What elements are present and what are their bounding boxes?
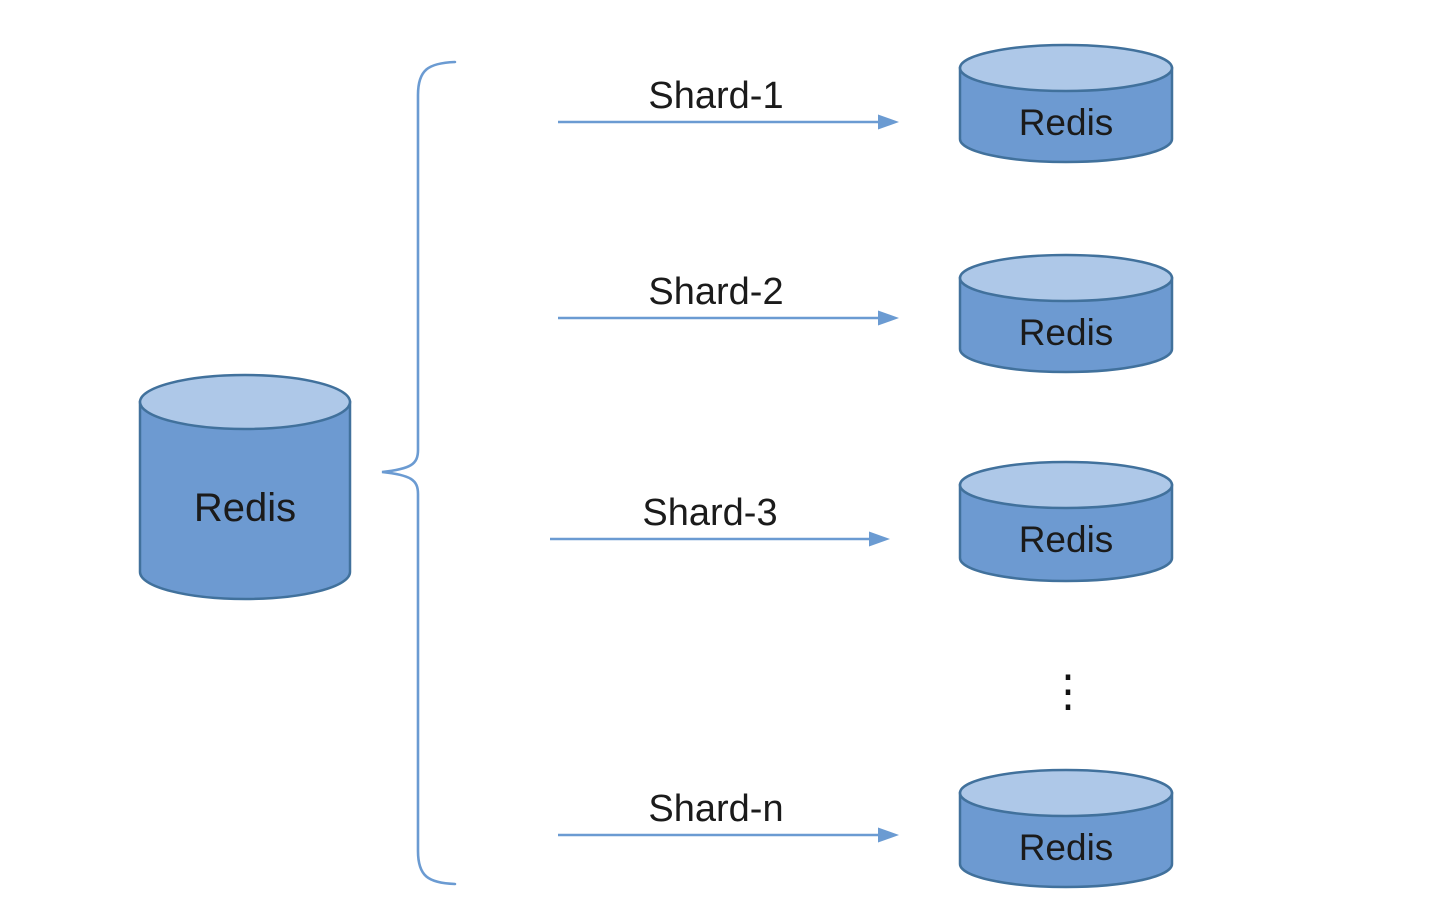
- shard-row: Shard-2 Redis: [558, 253, 1174, 374]
- target-database-icon: Redis: [958, 43, 1174, 164]
- shard-label: Shard-1: [648, 75, 783, 117]
- shard-label: Shard-n: [648, 788, 783, 830]
- cylinder-body: [138, 400, 352, 601]
- cylinder-body: [958, 276, 1174, 374]
- shard-label: Shard-2: [648, 271, 783, 313]
- target-label: Redis: [1019, 102, 1114, 143]
- shard-label: Shard-3: [642, 492, 777, 534]
- target-database-icon: Redis: [958, 253, 1174, 374]
- target-label: Redis: [1019, 827, 1114, 868]
- cylinder-top: [138, 373, 352, 431]
- arrow-icon: [550, 531, 890, 547]
- arrow-head-icon: [878, 114, 899, 130]
- target-database-icon: Redis: [958, 768, 1174, 889]
- source-label: Redis: [194, 486, 296, 530]
- arrow-head-icon: [878, 310, 899, 326]
- target-label: Redis: [1019, 519, 1114, 560]
- arrow-icon: [558, 114, 899, 130]
- arrow-icon: [558, 827, 899, 843]
- cylinder-top: [958, 43, 1174, 93]
- cylinder-body: [958, 66, 1174, 164]
- shard-row: Shard-n Redis: [558, 768, 1174, 889]
- brace-icon: [381, 60, 457, 886]
- target-label: Redis: [1019, 312, 1114, 353]
- cylinder-top: [958, 460, 1174, 510]
- cylinder-body: [958, 483, 1174, 583]
- arrow-head-icon: [869, 531, 890, 547]
- vertical-ellipsis: ⋮: [1046, 667, 1090, 716]
- shard-row: Shard-1 Redis: [558, 43, 1174, 164]
- shard-row: Shard-3 Redis: [550, 460, 1174, 583]
- target-database-icon: Redis: [958, 460, 1174, 583]
- arrow-head-icon: [878, 827, 899, 843]
- cylinder-top: [958, 768, 1174, 818]
- source-database-icon: Redis: [138, 373, 352, 601]
- cylinder-top: [958, 253, 1174, 303]
- arrow-icon: [558, 310, 899, 326]
- cylinder-body: [958, 791, 1174, 889]
